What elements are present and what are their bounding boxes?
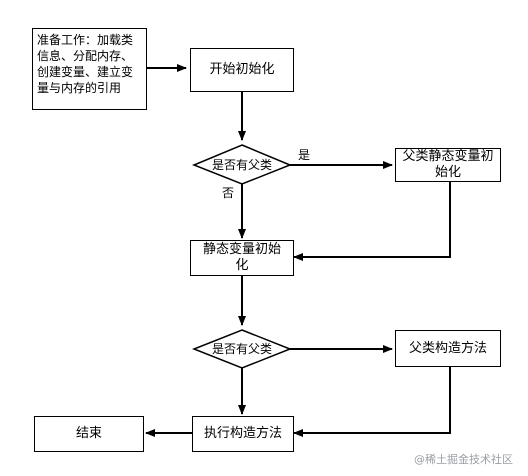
decision-2-label: 是否有父类 xyxy=(211,342,272,356)
decision-shape-1 xyxy=(192,144,292,185)
prep-work-node: 准备工作：加载类信息、分配内存、创建变量、建立变量与内存的引用 xyxy=(32,28,147,110)
edge-label-yes: 是 xyxy=(298,148,311,162)
prep-work-label: 准备工作：加载类信息、分配内存、创建变量、建立变量与内存的引用 xyxy=(37,33,134,95)
edge-parent-constructor-to-exec xyxy=(293,367,451,437)
edge-parent-static-to-static xyxy=(293,182,451,261)
watermark: @稀土掘金技术社区 xyxy=(414,453,513,466)
parent-constructor-node: 父类构造方法 xyxy=(395,330,501,367)
static-init-node: 静态变量初始化 xyxy=(190,240,294,276)
parent-static-init-label: 父类静态变量初始化 xyxy=(402,149,494,180)
parent-constructor-label: 父类构造方法 xyxy=(408,340,487,356)
static-init-label: 静态变量初始化 xyxy=(202,242,281,273)
decision-shape-2 xyxy=(191,329,293,369)
parent-static-init-node: 父类静态变量初始化 xyxy=(395,148,501,182)
exec-constructor-node: 执行构造方法 xyxy=(192,416,294,452)
decision-1-label: 是否有父类 xyxy=(211,158,272,172)
edge-label-no: 否 xyxy=(222,186,235,200)
end-label: 结束 xyxy=(75,426,102,441)
start-init-label: 开始初始化 xyxy=(209,62,275,77)
start-init-node: 开始初始化 xyxy=(190,48,294,92)
end-node: 结束 xyxy=(34,416,144,452)
exec-constructor-label: 执行构造方法 xyxy=(203,426,282,441)
